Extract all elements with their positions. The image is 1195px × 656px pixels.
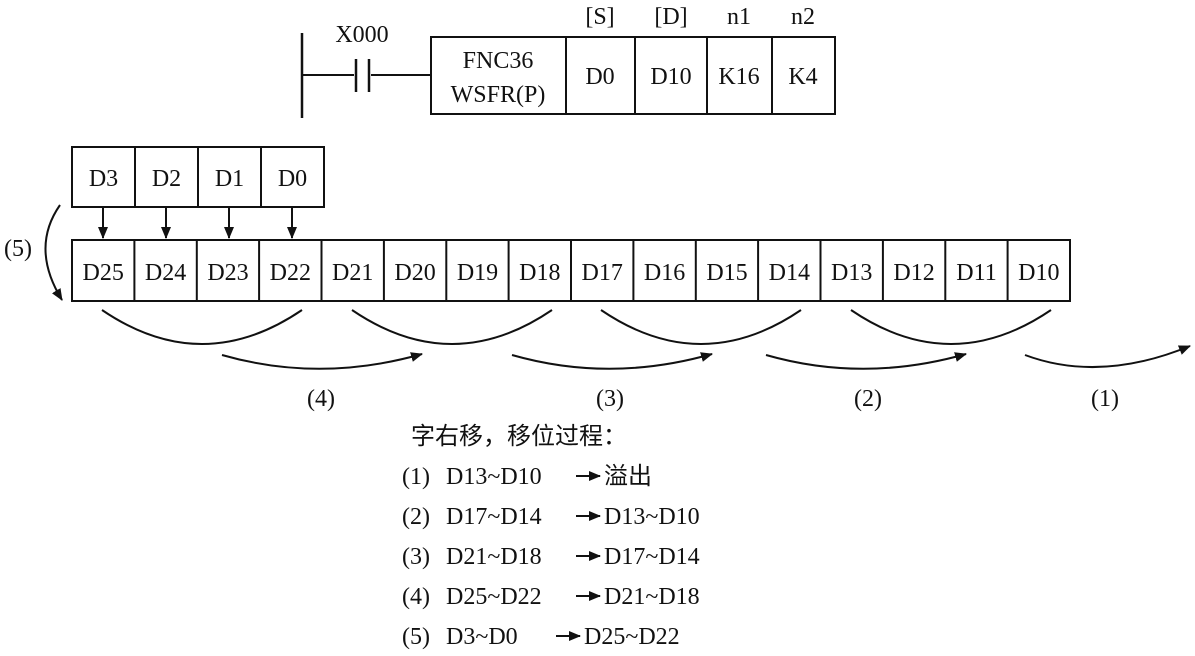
group-bracket bbox=[850, 309, 1052, 345]
dest-register-cell: D16 bbox=[644, 260, 685, 286]
shift-groups: (4) (3) (2) (1) bbox=[101, 309, 1191, 412]
caption-step-to: D21~D18 bbox=[604, 584, 700, 610]
operand-value-n1: K16 bbox=[718, 64, 759, 90]
group-bracket bbox=[600, 309, 802, 345]
source-register-cell: D1 bbox=[215, 166, 244, 192]
caption-step-number: (3) bbox=[402, 544, 430, 570]
operand-value-source: D0 bbox=[585, 64, 614, 90]
group-bracket bbox=[351, 309, 553, 345]
dest-register-cell: D19 bbox=[457, 260, 498, 286]
shift-arrow bbox=[765, 352, 967, 370]
dest-register-cell: D21 bbox=[332, 260, 373, 286]
dest-register-cell: D17 bbox=[582, 260, 623, 286]
caption-step-from: D25~D22 bbox=[446, 584, 542, 610]
dest-register-cell: D12 bbox=[893, 260, 934, 286]
group-bracket bbox=[101, 309, 303, 345]
step-label: (4) bbox=[307, 386, 335, 412]
caption-step-to: D17~D14 bbox=[604, 544, 700, 570]
dest-register-cell: D18 bbox=[519, 260, 560, 286]
source-register-cell: D3 bbox=[89, 166, 118, 192]
caption-step: (4) D25~D22 D21~D18 bbox=[402, 584, 700, 610]
caption-step-number: (5) bbox=[402, 624, 430, 650]
caption-step: (3) D21~D18 D17~D14 bbox=[402, 544, 700, 570]
dest-register-cell: D25 bbox=[83, 260, 124, 286]
caption-step: (1) D13~D10 溢出 bbox=[402, 463, 652, 490]
operand-header-source: [S] bbox=[585, 4, 614, 30]
source-register-row: D3 D2 D1 D0 bbox=[71, 146, 325, 208]
side-step-arrow: (5) bbox=[4, 204, 63, 301]
dest-register-cell: D20 bbox=[394, 260, 435, 286]
caption-step-to: 溢出 bbox=[604, 463, 652, 490]
shift-arrow bbox=[221, 352, 423, 370]
caption: 字右移，移位过程： (1) D13~D10 溢出 (2) D17~D14 D13… bbox=[402, 423, 700, 650]
source-register-cell: D0 bbox=[278, 166, 307, 192]
contact-label: X000 bbox=[335, 22, 388, 48]
caption-step-number: (1) bbox=[402, 464, 430, 490]
caption-step-from: D13~D10 bbox=[446, 464, 542, 490]
caption-step-from: D21~D18 bbox=[446, 544, 542, 570]
dest-register-cell: D22 bbox=[270, 260, 311, 286]
function-code: FNC36 bbox=[463, 48, 534, 74]
dest-register-cell: D10 bbox=[1018, 260, 1059, 286]
dest-register-cell: D13 bbox=[831, 260, 872, 286]
dest-register-cell: D14 bbox=[769, 260, 810, 286]
caption-step-from: D3~D0 bbox=[446, 624, 518, 650]
transfer-arrows bbox=[98, 207, 297, 239]
operand-header-n2: n2 bbox=[791, 4, 815, 30]
instruction-mnemonic: WSFR(P) bbox=[451, 82, 546, 108]
step-label: (3) bbox=[596, 386, 624, 412]
curved-arrow bbox=[44, 204, 63, 301]
caption-step-to: D25~D22 bbox=[584, 624, 680, 650]
ladder-rung: X000 bbox=[300, 22, 431, 118]
step-label: (2) bbox=[854, 386, 882, 412]
caption-step: (5) D3~D0 D25~D22 bbox=[402, 624, 680, 650]
caption-step-number: (4) bbox=[402, 584, 430, 610]
side-step-label: (5) bbox=[4, 236, 32, 262]
instruction-frame bbox=[430, 36, 836, 115]
operand-header-dest: [D] bbox=[654, 4, 687, 30]
dest-register-row: D25 D24 D23 D22 D21 D20 D19 D18 D17 D16 … bbox=[71, 239, 1071, 302]
dest-register-cell: D23 bbox=[207, 260, 248, 286]
source-register-cell: D2 bbox=[152, 166, 181, 192]
dest-register-cell: D11 bbox=[956, 260, 996, 286]
operand-header-n1: n1 bbox=[727, 4, 751, 30]
caption-step: (2) D17~D14 D13~D10 bbox=[402, 504, 700, 530]
dest-register-cell: D24 bbox=[145, 260, 186, 286]
dest-register-cell: D15 bbox=[706, 260, 747, 286]
shift-arrow bbox=[511, 352, 713, 370]
caption-step-to: D13~D10 bbox=[604, 504, 700, 530]
instruction-block: FNC36 WSFR(P) [S] [D] n1 n2 D0 D10 K16 K… bbox=[430, 4, 836, 115]
caption-step-from: D17~D14 bbox=[446, 504, 542, 530]
caption-step-number: (2) bbox=[402, 504, 430, 530]
operand-value-n2: K4 bbox=[788, 64, 817, 90]
operand-value-dest: D10 bbox=[650, 64, 691, 90]
shift-arrow bbox=[1024, 345, 1191, 369]
caption-title: 字右移，移位过程： bbox=[411, 423, 627, 450]
step-label: (1) bbox=[1091, 386, 1119, 412]
